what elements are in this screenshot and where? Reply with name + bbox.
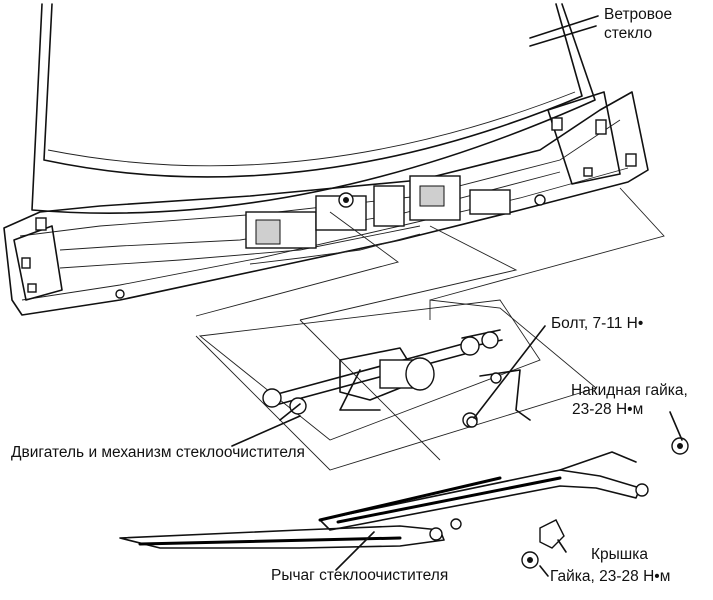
flare-nut-label: Накидная гайка, 23-28 Н•м [571, 381, 688, 419]
wiper-motor-mechanism [262, 329, 531, 428]
flare-nut-label-line2: 23-28 Н•м [572, 401, 644, 418]
wiper-arm-right [319, 451, 649, 531]
wiper-arm-label: Рычаг стеклоочистителя [271, 567, 449, 584]
windshield-label-line2: стекло [604, 25, 653, 42]
projection-lines [195, 187, 665, 471]
cover-label: Крышка [591, 546, 648, 563]
windshield [31, 3, 599, 214]
bolt-label: Болт, 7-11 Н• [551, 315, 644, 332]
nut [521, 551, 539, 569]
bolt [466, 416, 478, 428]
cowl-panel [3, 91, 649, 316]
mechanism-plate [198, 299, 541, 441]
wiper-arm-left [119, 476, 502, 549]
flare-nut-label-line1: Накидная гайка, [571, 382, 688, 399]
motor-mechanism-label: Двигатель и механизм стеклоочистителя [11, 444, 305, 461]
windshield-label: Ветровое стекло [604, 5, 672, 43]
leader-lines [231, 25, 683, 577]
nut-label: Гайка, 23-28 Н•м [550, 568, 671, 585]
windshield-label-line1: Ветровое [604, 6, 673, 23]
flare-nut [671, 437, 689, 455]
